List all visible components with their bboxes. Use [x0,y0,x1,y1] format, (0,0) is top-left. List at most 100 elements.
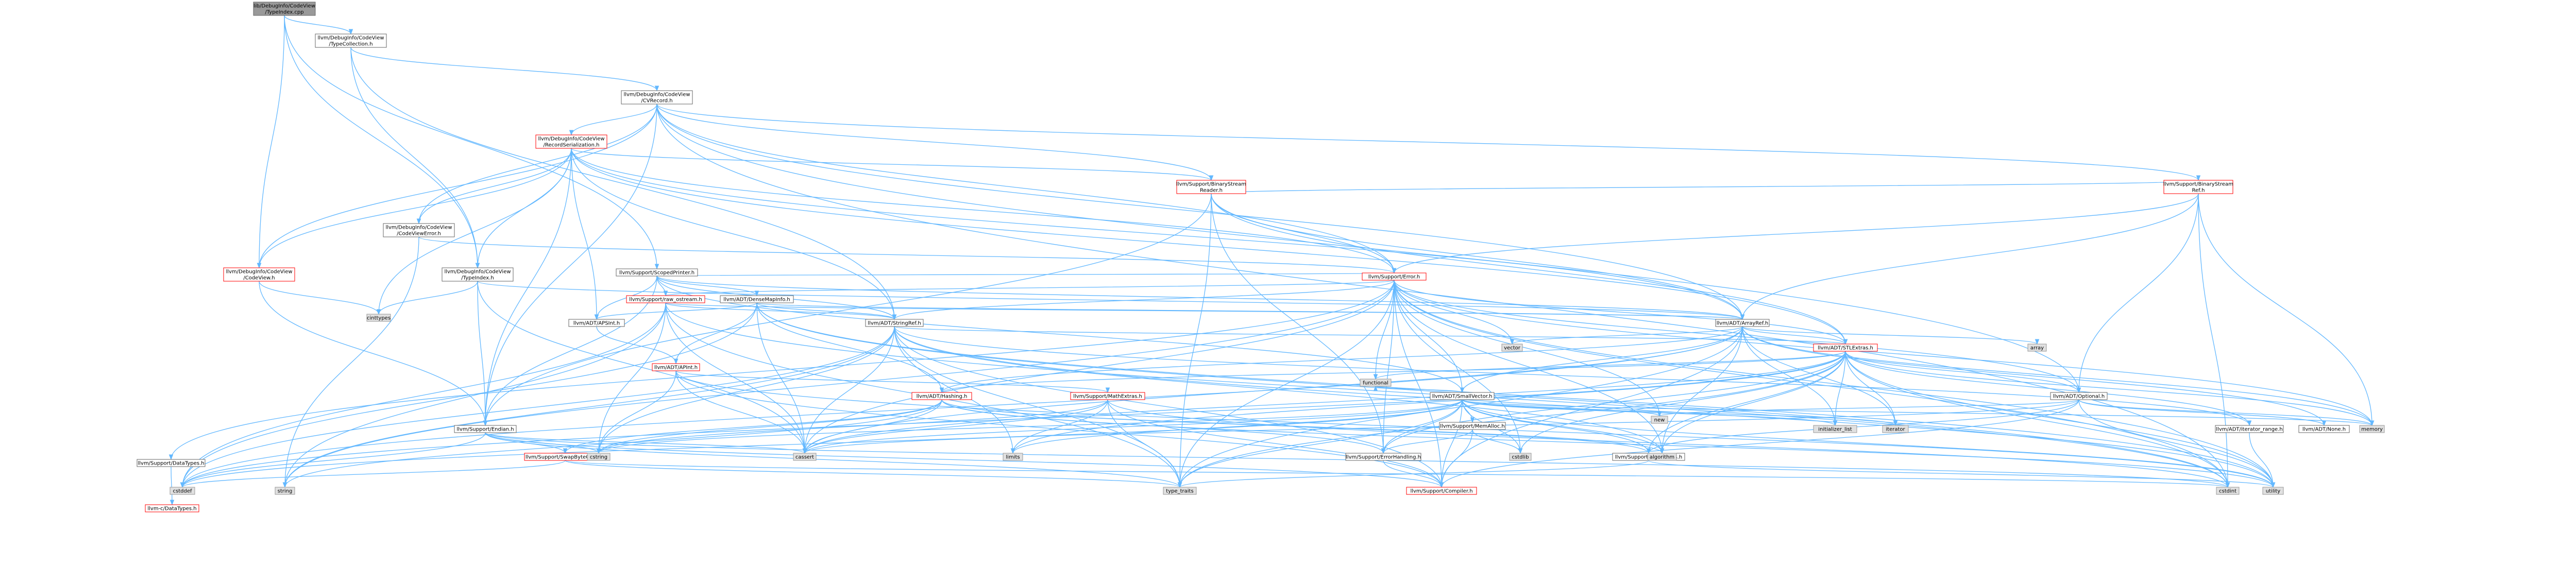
node-memalloc[interactable]: llvm/Support/MemAlloc.h [1439,422,1506,430]
edge-binarystreamreader-to-endian [485,193,1212,426]
edge-arrowhead-optional-to-memory [2369,420,2375,426]
edge-cvrecord-to-binarystreamref [656,104,2199,181]
node-apsint[interactable]: llvm/ADT/APSInt.h [568,319,625,327]
node-none[interactable]: llvm/ADT/None.h [2298,425,2350,433]
node-densemapinfo[interactable]: llvm/ADT/DenseMapInfo.h [720,295,794,303]
edge-root-to-codeview [259,15,285,268]
node-label-algorithm-line-1: algorithm [1650,455,1674,460]
node-iterator: iterator [1882,425,1909,433]
edge-error-to-utility [1394,280,2274,488]
node-box-datatypes [137,459,206,467]
node-compiler[interactable]: llvm/Support/Compiler.h [1406,487,1477,495]
node-label-cassert-line-1: cassert [795,455,814,460]
node-memory: memory [2359,425,2385,433]
edge-error-to-functional [1375,280,1395,380]
edge-arrowhead-endian-to-swapbyteorder [563,448,568,454]
node-typecollection[interactable]: llvm/DebugInfo/CodeView/TypeCollection.h [315,33,387,48]
edge-optional-to-compiler [1441,399,2079,488]
graph-edges [168,15,2375,506]
edge-swapbyteorder-to-cstdint [565,460,2228,488]
edge-smallvector-to-new [1462,399,1660,417]
edge-smallvector-to-cassert [804,399,1463,454]
edge-stlextras-to-cstddef [182,351,1846,488]
edge-binarystreamref-to-optional [2078,193,2199,393]
node-optional[interactable]: llvm/ADT/Optional.h [2050,392,2108,400]
edge-stlextras-to-cstdint [1845,351,2228,488]
edge-smallvector-to-cstddef [182,399,1463,488]
node-label-cstdlib-line-1: cstdlib [1512,455,1529,460]
node-label-arrayref-line-1: llvm/ADT/ArrayRef.h [1717,321,1769,327]
node-endian[interactable]: llvm/Support/Endian.h [454,425,517,433]
node-scopedprinter[interactable]: llvm/Support/ScopedPrinter.h [616,268,698,277]
edge-recordserialization-to-error [571,148,1395,273]
node-cvrecord[interactable]: llvm/DebugInfo/CodeView/CVRecord.h [621,90,693,105]
node-label-swapbyteorder-line-1: llvm/Support/SwapByteOrder.h [526,455,605,460]
edge-typetraits-to-typetraitsstd [1179,460,1649,488]
edge-stlextras-to-algorithm [1662,351,1846,454]
node-label-binarystreamref-line-1: llvm/Support/BinaryStream [2163,182,2233,187]
edge-scopedprinter-to-densemapinfo [656,276,757,296]
edge-arrayref-to-hashing [941,326,1743,393]
edge-smallvector-to-functional [1375,386,1463,393]
edge-densemapinfo-to-utility [756,302,2274,488]
node-datatypes[interactable]: llvm/Support/DataTypes.h [137,459,206,467]
node-recordserialization[interactable]: llvm/DebugInfo/CodeView/RecordSerializat… [535,134,607,149]
node-label-rawostream-line-1: llvm/Support/raw_ostream.h [629,297,702,303]
node-apint[interactable]: llvm/ADT/APInt.h [652,363,700,371]
node-llvmcdatatypes[interactable]: llvm-c/DataTypes.h [145,504,199,512]
node-errorhandling[interactable]: llvm/Support/ErrorHandling.h [1345,453,1421,461]
edge-typeindex-to-cinttypes [378,281,478,315]
edge-densemapinfo-to-apint [675,302,757,364]
edge-arrowhead-arrayref-to-array [2035,339,2040,345]
node-label-apsint-line-1: llvm/ADT/APSInt.h [573,321,620,327]
node-label-typecollection-line-2: /TypeCollection.h [329,42,372,47]
node-algorithm: algorithm [1647,453,1677,461]
node-smallvector[interactable]: llvm/ADT/SmallVector.h [1430,392,1495,400]
node-label-scopedprinter-line-1: llvm/Support/ScopedPrinter.h [619,270,694,276]
node-mathextras[interactable]: llvm/Support/MathExtras.h [1070,392,1145,400]
node-codeview[interactable]: llvm/DebugInfo/CodeView/CodeView.h [223,267,295,282]
edge-binarystreamreader-to-arrayref [1211,193,1743,320]
node-box-utility [2262,487,2284,495]
node-stringref[interactable]: llvm/ADT/StringRef.h [865,319,924,327]
edge-arrowhead-stlextras-to-iteratorrange [2247,420,2252,426]
node-typeindex[interactable]: llvm/DebugInfo/CodeView/TypeIndex.h [442,267,514,282]
node-root[interactable]: lib/DebugInfo/CodeView/TypeIndex.cpp [253,2,316,16]
node-box-rawostream [626,295,705,303]
edge-smallvector-to-errorhandling [1383,399,1463,454]
node-label-stringref-line-1: llvm/ADT/StringRef.h [868,321,921,327]
edge-arrowhead-cvrecord-to-binarystreamref [2196,175,2201,181]
node-label-utility-line-1: utility [2266,489,2281,494]
node-label-smallvector-line-1: llvm/ADT/SmallVector.h [1432,394,1493,400]
edge-recordserialization-to-codeview [259,148,572,268]
node-codeviewerror[interactable]: llvm/DebugInfo/CodeView/CodeViewError.h [383,223,455,237]
edge-arrowhead-smallvector-to-iterator [1893,420,1898,426]
node-box-cstdlib [1509,453,1532,461]
node-stlextras[interactable]: llvm/ADT/STLExtras.h [1813,344,1878,352]
node-hashing[interactable]: llvm/ADT/Hashing.h [911,392,972,400]
node-iteratorrange[interactable]: llvm/ADT/iterator_range.h [2215,425,2284,433]
node-arrayref[interactable]: llvm/ADT/ArrayRef.h [1715,319,1770,327]
edge-rawostream-to-stringref [665,302,895,320]
edge-densemapinfo-to-hashing [756,302,942,393]
edge-error-to-optional [1394,280,2079,393]
edge-cvrecord-to-codeviewerror [418,104,657,224]
node-swapbyteorder[interactable]: llvm/Support/SwapByteOrder.h [524,453,606,461]
edge-arrowhead-stlextras-to-hashing [939,387,944,393]
node-label-typeindex-line-1: llvm/DebugInfo/CodeView [444,269,511,275]
edge-stringref-to-string [284,326,895,488]
edge-stringref-to-limits [894,326,1013,454]
edge-error-to-smallvector [1394,280,1463,393]
node-label-functional-line-1: functional [1363,381,1388,386]
node-functional: functional [1360,379,1392,387]
node-box-compiler [1406,487,1477,495]
node-error[interactable]: llvm/Support/Error.h [1362,272,1427,281]
node-label-initializerlist-line-1: initializer_list [1818,427,1852,433]
edge-stlextras-to-errorhandling [1383,351,1846,454]
edge-root-to-typeindex [284,15,478,268]
edge-densemapinfo-to-stringref [756,302,895,320]
edge-rawostream-to-cassert [665,302,805,454]
node-rawostream[interactable]: llvm/Support/raw_ostream.h [626,295,705,303]
